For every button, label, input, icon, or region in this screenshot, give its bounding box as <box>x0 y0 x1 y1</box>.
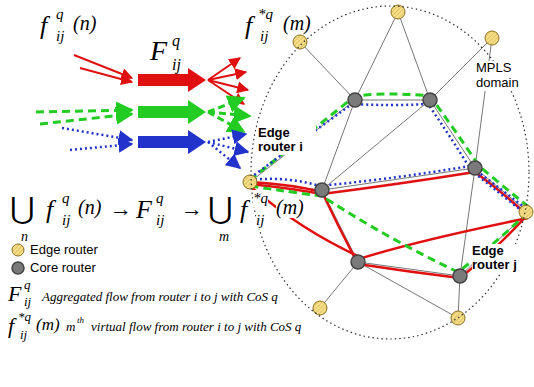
formula-index: ij <box>24 295 31 309</box>
formula-symbol: F <box>150 36 167 67</box>
formula-symbol: (m) <box>276 196 304 218</box>
formula-index: ij <box>56 28 64 45</box>
incoming-flows <box>36 55 132 150</box>
formula-index: n <box>21 229 28 244</box>
formula-symbol: f <box>240 196 247 225</box>
formula-index: ij <box>156 212 164 229</box>
definition-text: virtual flow from router i to j with CoS… <box>91 320 301 334</box>
domain-region: MPLS domain <box>250 5 532 340</box>
formula-symbol: f <box>46 196 53 225</box>
formula-index: q <box>156 190 164 207</box>
union-symbol: ⋃ <box>208 192 233 225</box>
domain-label: MPLS domain <box>476 61 526 91</box>
definition-text: Aggregated flow from router i to j with … <box>42 290 278 304</box>
formula-symbol: f <box>40 12 47 41</box>
legend-text: Core router <box>30 261 96 275</box>
core-routers <box>315 93 482 283</box>
formula-index: q <box>172 32 180 50</box>
formula-index: ij <box>20 328 27 342</box>
core-router-symbol <box>12 262 24 274</box>
edge-routers <box>243 5 533 325</box>
domain-outline <box>250 5 532 340</box>
formula-index: m <box>219 229 229 244</box>
formula-index: ij <box>172 56 181 74</box>
legend-text: Edge router <box>30 243 98 257</box>
formula-index: q <box>62 190 70 207</box>
edge-router-symbol <box>12 244 24 256</box>
formula-index: *q <box>253 190 268 207</box>
union-symbol: ⋃ <box>10 192 35 225</box>
formula-symbol: f <box>245 12 252 41</box>
formula-index: ij <box>260 28 268 45</box>
formula-symbol: (m) <box>36 316 60 335</box>
formula-symbol: (m) <box>283 12 311 34</box>
formula-symbol: f <box>8 314 14 338</box>
formula-index: q <box>56 6 64 23</box>
virtual-flows <box>208 58 250 168</box>
formula-symbol: F <box>136 196 152 225</box>
arrow-symbol: → <box>181 197 203 221</box>
formula-symbol: (n) <box>73 12 96 34</box>
formula-index: th <box>77 316 84 326</box>
arrow-symbol: → <box>110 197 132 221</box>
formula-index: *q <box>258 6 273 23</box>
formula-index: *q <box>18 310 31 324</box>
formula-symbol: m <box>66 320 75 334</box>
router-label: Edge router j <box>472 244 530 273</box>
formula-symbol: (n) <box>78 196 101 218</box>
router-label: Edge router i <box>258 126 316 155</box>
formula-index: ij <box>256 212 264 229</box>
formula-symbol: F <box>8 282 21 306</box>
formula-index: ij <box>62 212 70 229</box>
aggregate-arrows <box>138 68 206 154</box>
formula-index: q <box>24 278 31 292</box>
lsp-paths <box>250 94 530 278</box>
